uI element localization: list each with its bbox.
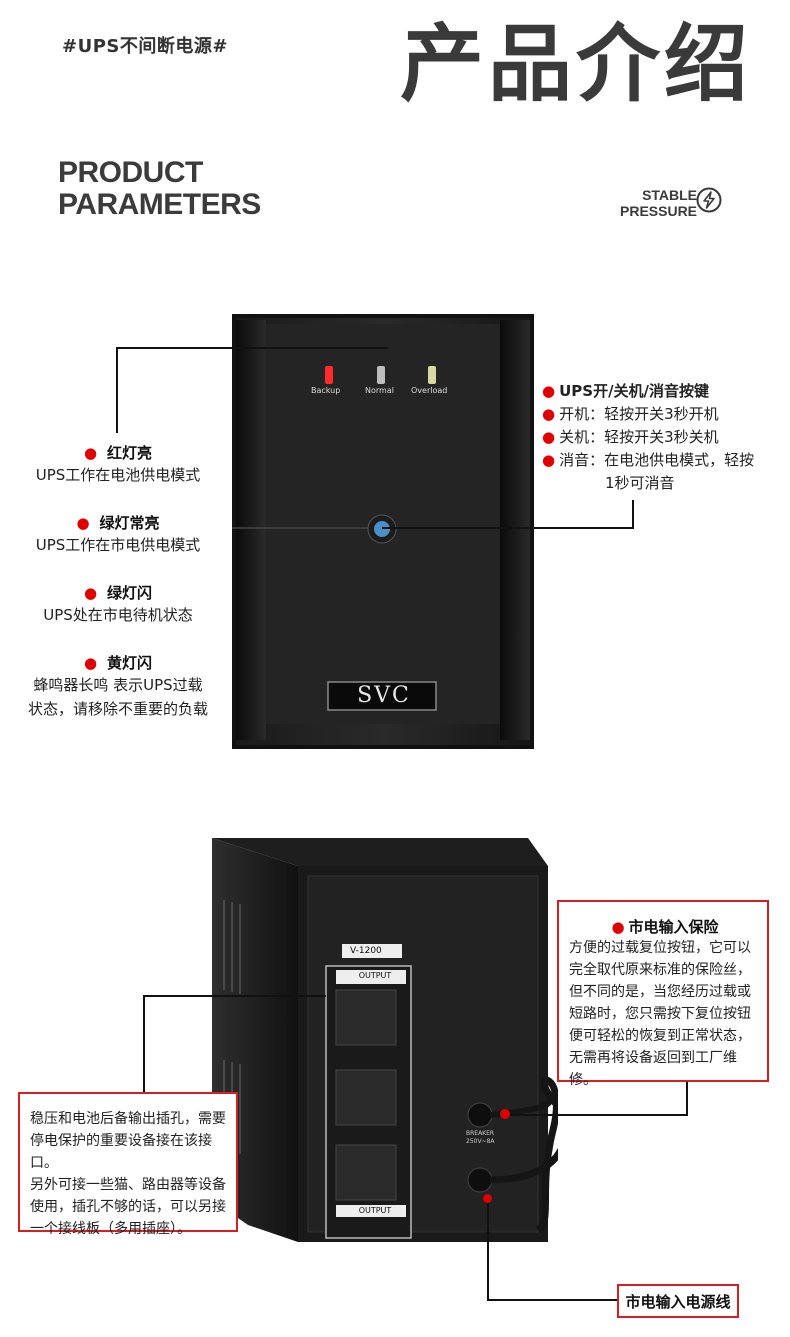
note-green-blink: ●绿灯闪 UPS处在市电待机状态 xyxy=(43,584,193,624)
note-yellow-blink: ●黄灯闪 蜂鸣器长鸣 表示UPS过载 状态，请移除不重要的负载 xyxy=(27,654,208,718)
model-label: V-1200 xyxy=(350,946,382,956)
led-label-backup: Backup xyxy=(311,386,341,395)
stable-pressure-badge: STABLE PRESSURE xyxy=(620,187,697,219)
lightning-bolt-icon xyxy=(696,187,722,213)
subtitle-line-2: PARAMETERS xyxy=(58,188,261,221)
badge-line-2: PRESSURE xyxy=(620,203,698,219)
ups-front-image xyxy=(232,314,534,749)
output-label-top: OUTPUT xyxy=(358,971,392,980)
brand-logo: SVC xyxy=(357,683,411,708)
badge-line-1: STABLE xyxy=(642,187,698,203)
cord-callout-line-vertical xyxy=(487,1196,489,1301)
fuse-info-box: ●市电输入保险 方便的过载复位按钮，它可以 完全取代原来标准的保险丝， 但不同的… xyxy=(557,900,769,1088)
section-subtitle: PRODUCT PARAMETERS xyxy=(58,157,261,221)
button-callout-line xyxy=(382,527,634,529)
breaker-label: BREAKER 250V~8A xyxy=(466,1130,495,1145)
cord-callout-line xyxy=(487,1299,617,1301)
power-cord-label: 市电输入电源线 xyxy=(625,1293,731,1311)
note-green-steady: ●绿灯常亮 UPS工作在市电供电模式 xyxy=(35,514,201,554)
power-button-notes: ●UPS开/关机/消音按键 ●开机：轻按开关3秒开机 ●关机：轻按开关3秒关机 … xyxy=(542,382,755,492)
note-red-light: ●红灯亮 UPS工作在电池供电模式 xyxy=(35,444,201,484)
led-callout-line-vertical xyxy=(116,347,118,433)
led-callout-line xyxy=(116,347,388,349)
output-callout-line-vertical xyxy=(143,995,145,1092)
fuse-callout-line-vertical xyxy=(686,1082,688,1116)
fuse-callout-line xyxy=(505,1114,687,1116)
page-title: 产品介绍 xyxy=(400,15,753,113)
button-callout-line-vertical xyxy=(632,500,634,529)
output-info-box: 稳压和电池后备输出插孔，需要 停电保护的重要设备接在该接口。 另外可接一些猫、路… xyxy=(18,1092,238,1237)
ups-back-image xyxy=(212,838,558,1242)
led-label-normal: Normal xyxy=(365,386,394,395)
hashtag: #UPS不间断电源# xyxy=(62,36,228,57)
led-label-overload: Overload xyxy=(411,386,448,395)
subtitle-line-1: PRODUCT xyxy=(58,156,203,189)
fuse-marker-dot xyxy=(500,1109,510,1119)
output-label-bottom: OUTPUT xyxy=(358,1206,392,1215)
cord-marker-dot xyxy=(483,1194,492,1203)
power-cord-label-box: 市电输入电源线 xyxy=(617,1284,739,1318)
output-callout-line xyxy=(143,995,326,997)
